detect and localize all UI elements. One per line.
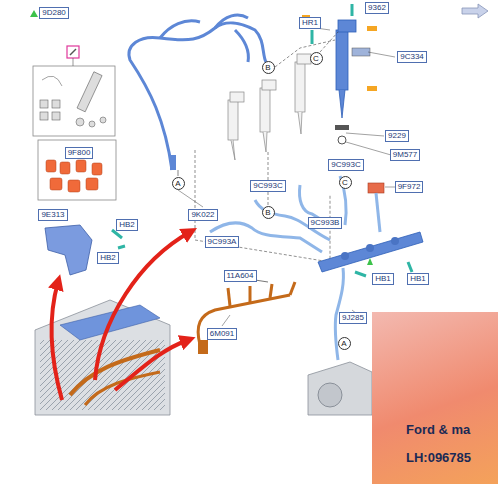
new-part-marker [30,10,38,17]
callout-number: 9K022 [191,210,214,220]
callout-number: HB2 [100,253,116,263]
injector-harness [198,282,295,352]
callout-number: 9J285 [342,313,364,323]
callout-number: 9362 [368,3,386,13]
reference-letter: C [311,53,322,64]
highlighted-injector [336,20,356,118]
callout-box: 9D280 [39,7,69,19]
callout-box: 9K022 [188,209,217,221]
callout-box: 9C993C [328,159,363,171]
callout-box: 9F972 [395,181,424,193]
kit-inset [33,66,115,136]
location-arrows [52,232,190,400]
callout-number: 9C993B [311,218,340,228]
callout-number: 9M577 [393,150,417,160]
bracket [45,225,92,275]
callout-box: 9C993B [308,217,343,229]
return-hose [129,15,266,170]
leader-lines [178,28,395,326]
callout-number: 9229 [388,131,406,141]
callout-box: HR1 [299,17,321,29]
callout-box: 6M091 [207,328,237,340]
reference-letter: B [263,62,274,73]
fuel-pump [308,362,372,415]
callout-number: HB1 [375,274,391,284]
reference-circle: C [310,52,323,65]
reference-circle: B [262,61,275,74]
callout-number: HB1 [410,274,426,284]
fuel-rail [318,232,423,272]
callout-number: HB2 [119,220,135,230]
reference-letter: A [339,338,350,349]
callout-number: 9C993C [331,160,360,170]
callout-box: 9F800 [65,147,94,159]
callout-box: 11A604 [224,270,257,282]
callout-box: 9J285 [339,312,367,324]
callout-number: 9F972 [398,182,421,192]
callout-box: HB2 [97,252,119,264]
watermark-text: LH:096785 [406,450,471,465]
watermark-panel: Ford & ma LH:096785 [372,312,498,484]
kit-icon [67,46,79,58]
reference-letter: C [340,177,351,188]
callout-number: 9C993C [253,181,282,191]
callout-number: 9D280 [42,8,66,18]
reference-letter: B [263,207,274,218]
reference-circle: A [338,337,351,350]
callout-number: 9C993A [208,237,237,247]
caps-inset [38,140,116,200]
callout-box: HB2 [116,219,138,231]
watermark-text: Ford & ma [406,422,470,437]
callout-box: 9C334 [397,51,427,63]
reference-circle: C [339,176,352,189]
callout-number: 11A604 [227,271,254,281]
callout-number: 9C334 [400,52,424,62]
callout-box: 9C993A [205,236,240,248]
callout-box: HB1 [372,273,394,285]
callout-box: 9C993C [250,180,285,192]
orientation-arrow [462,4,488,18]
callout-number: 9E313 [41,210,64,220]
callout-number: HR1 [302,18,318,28]
injectors [228,54,311,160]
callout-box: HB1 [407,273,429,285]
callout-box: 9229 [385,130,409,142]
callout-box: 9362 [365,2,389,14]
reference-letter: A [173,178,184,189]
callout-box: 9E313 [38,209,67,221]
callout-number: 9F800 [68,148,91,158]
reference-circle: B [262,206,275,219]
reference-circle: A [172,177,185,190]
callout-box: 9M577 [390,149,420,161]
pressure-sensor [368,183,384,193]
callout-number: 6M091 [210,329,234,339]
